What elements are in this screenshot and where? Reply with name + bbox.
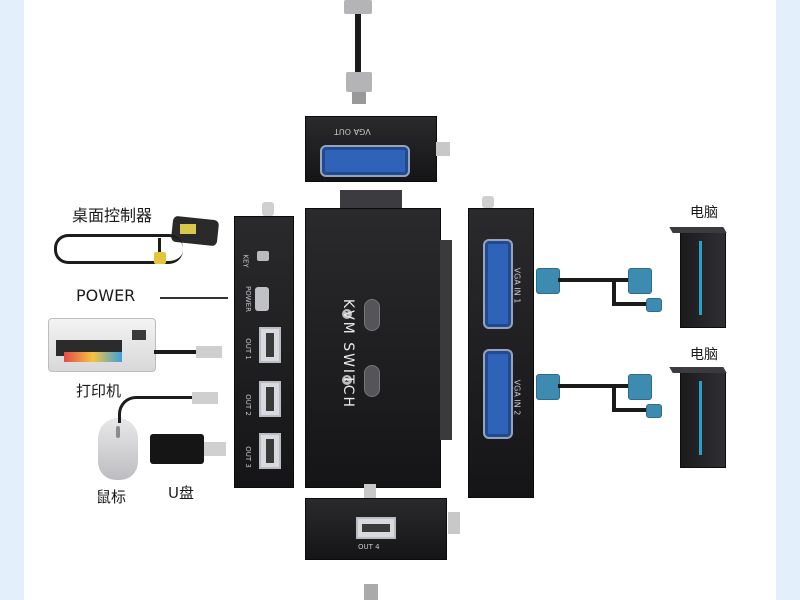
computer-2 [680, 372, 726, 468]
usb-port-out-1[interactable] [259, 327, 281, 363]
side-rail-right [440, 240, 452, 440]
power-port-label: POWER [243, 286, 252, 312]
switch-button-1[interactable] [364, 299, 380, 331]
computer-2-label: 电脑 [690, 347, 718, 363]
vga-in-1-label: VGA IN 1 [512, 267, 522, 304]
out-4-module: OUT 4 [305, 498, 447, 560]
power-label: POWER [76, 286, 136, 305]
out-2-label: OUT 2 [243, 394, 252, 416]
printer-label: 打印机 [76, 382, 122, 400]
vga-out-module: VGA OUT [305, 116, 437, 182]
mouse-usb-plug [192, 392, 218, 404]
out-4-top-pin [364, 484, 376, 498]
kvm-switch-title: KVM SWITCH [340, 298, 356, 410]
out-1-label: OUT 1 [243, 338, 252, 360]
usb-port-out-2[interactable] [259, 381, 281, 417]
out-4-side-pin [448, 512, 460, 534]
vga-in-module: VGA IN 1 VGA IN 2 [468, 208, 534, 498]
computer-1-label: 电脑 [690, 205, 718, 221]
button-1-indicator: 1 [342, 309, 352, 319]
button-2-indicator: 2 [342, 375, 352, 385]
vga-in-1-port[interactable] [483, 239, 513, 329]
usb-power-module: KEY POWER OUT 1 OUT 2 OUT 3 [234, 216, 294, 488]
mouse-cable [118, 396, 197, 423]
vga-in-2-label: VGA IN 2 [512, 379, 522, 416]
top-connector-block [340, 190, 402, 208]
out-3-label: OUT 3 [243, 446, 252, 468]
kvm-switch-body: 1 2 KVM SWITCH [305, 208, 441, 488]
vga-in-top-pin [482, 196, 494, 208]
computer-1 [680, 232, 726, 328]
left-edge-band [0, 0, 24, 600]
vga-in-2-port[interactable] [483, 349, 513, 439]
right-edge-band [776, 0, 800, 600]
vga-out-label: VGA OUT [334, 127, 371, 136]
usb-port-out-4[interactable] [356, 517, 396, 539]
printer-usb-plug [196, 346, 222, 358]
printer-usb-cable [154, 350, 198, 354]
usb-port-out-3[interactable] [259, 433, 281, 469]
udisk-label: U盘 [168, 484, 194, 502]
mouse-label: 鼠标 [96, 488, 127, 506]
desktop-controller-label: 桌面控制器 [72, 206, 153, 225]
out-4-label: OUT 4 [358, 543, 380, 551]
switch-button-2[interactable] [364, 365, 380, 397]
usb-module-top-pin [262, 202, 274, 216]
vga-out-port[interactable] [320, 145, 410, 177]
key-port[interactable] [257, 251, 269, 261]
bottom-usb-plug [364, 584, 378, 600]
power-port[interactable] [255, 287, 269, 311]
vga-out-screw [436, 142, 450, 156]
power-pointer-line [160, 297, 228, 299]
key-port-label: KEY [241, 254, 250, 268]
